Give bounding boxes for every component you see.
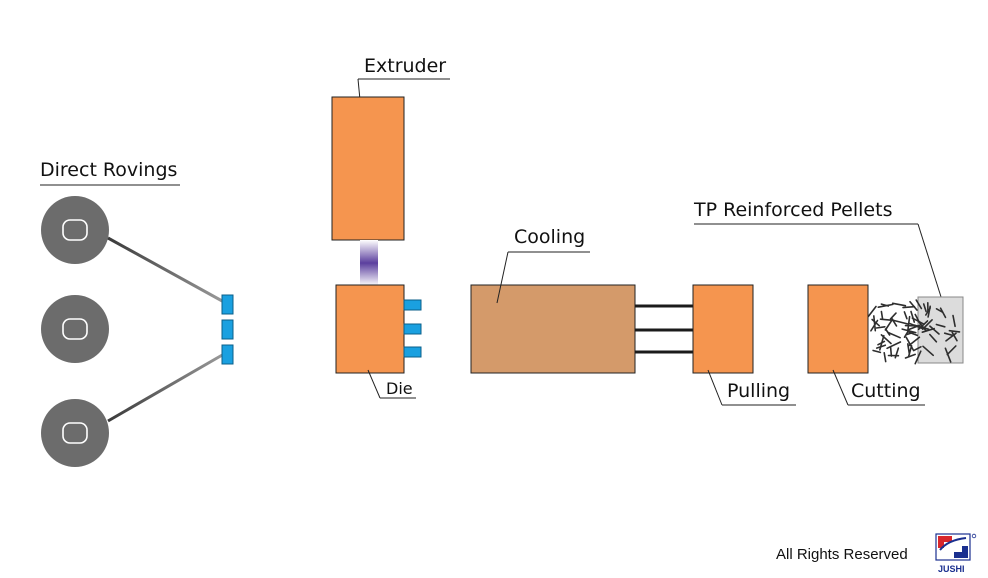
cutting-group: Cutting xyxy=(807,284,925,406)
pulling-leader xyxy=(707,369,723,406)
roving-strand xyxy=(107,236,225,304)
pellet-stroke xyxy=(935,323,946,328)
pellet-stroke xyxy=(889,312,897,320)
die-box xyxy=(335,284,405,374)
roving-strand xyxy=(107,352,225,423)
pellet-stroke xyxy=(875,325,886,329)
pellet-stroke xyxy=(887,331,901,339)
pellet-stroke xyxy=(903,311,908,320)
extruder-label: Extruder xyxy=(364,55,446,77)
pellet-stroke xyxy=(880,303,890,307)
pellet-stroke xyxy=(884,318,894,331)
tp-pellets-leader xyxy=(917,223,943,301)
pellet-stroke xyxy=(912,345,922,352)
direct-rovings-group: Direct Rovings xyxy=(40,159,225,467)
pellet-stroke xyxy=(883,351,887,363)
cutting-leader xyxy=(832,369,849,406)
die-leader xyxy=(367,369,381,399)
pulling-label: Pulling xyxy=(727,380,790,402)
pellet-stroke xyxy=(929,325,940,335)
fiber-guides xyxy=(221,294,234,365)
extruder-group: Extruder xyxy=(331,55,450,286)
pellet-stroke xyxy=(952,314,956,328)
pellet-stroke xyxy=(867,305,877,318)
cooling-label: Cooling xyxy=(514,226,585,248)
fiber-guide-icon xyxy=(221,294,234,315)
pellet-stroke xyxy=(889,346,893,357)
cooling-box xyxy=(470,284,636,374)
cooled-strands xyxy=(635,304,693,354)
pellet-stroke xyxy=(904,353,917,359)
die-label: Die xyxy=(386,379,413,398)
pellets-group: TP Reinforced Pellets xyxy=(693,199,964,365)
pulling-box xyxy=(692,284,754,374)
roving-bobbin-icon xyxy=(41,196,109,264)
pellet-stroke xyxy=(921,318,933,331)
cutting-label: Cutting xyxy=(851,380,921,402)
pellet-stroke xyxy=(914,350,922,365)
pellet-stroke xyxy=(924,307,932,316)
pellet-stroke xyxy=(939,307,947,319)
die-nozzle xyxy=(403,299,422,311)
roving-bobbin-icon xyxy=(41,399,109,467)
pellet-stroke xyxy=(872,315,877,332)
pellet-stroke xyxy=(871,318,881,327)
footer: All Rights Reserved JUSHI xyxy=(776,533,977,574)
pulled-strands xyxy=(753,304,808,354)
pellet-stroke xyxy=(893,319,909,325)
pellet-stroke xyxy=(891,318,898,327)
die-group: Die xyxy=(335,284,422,399)
pellet-stroke xyxy=(910,310,916,323)
roving-bobbin-icon xyxy=(41,295,109,363)
cooling-group: Cooling xyxy=(470,226,636,374)
pellet-stroke xyxy=(905,331,915,336)
pellet-stroke xyxy=(921,327,936,334)
extruder-box xyxy=(331,96,405,241)
coated-strands-1 xyxy=(421,304,472,354)
pellet-stroke xyxy=(915,299,923,310)
pellet-stroke xyxy=(946,345,957,356)
pellet-stroke xyxy=(907,324,922,331)
die-nozzle xyxy=(403,323,422,335)
pellet-stroke xyxy=(891,302,907,307)
pellet-stroke xyxy=(914,313,921,324)
pellet-stroke xyxy=(909,300,918,311)
pellet-stroke xyxy=(922,303,927,313)
pellet-stroke xyxy=(878,334,885,351)
rights-text: All Rights Reserved xyxy=(776,546,908,563)
jushi-logo-icon xyxy=(935,533,977,561)
tp-pellets-label: TP Reinforced Pellets xyxy=(693,199,892,221)
pellet-stroke xyxy=(905,336,915,351)
pellet-stroke xyxy=(872,349,882,354)
pellet-stroke xyxy=(886,341,902,350)
pellet-heap-icon xyxy=(867,299,961,365)
die-nozzle xyxy=(403,346,422,358)
pellet-stroke xyxy=(948,329,961,333)
melt-feed xyxy=(360,240,378,286)
pellet-stroke xyxy=(928,333,938,343)
cooling-leader xyxy=(496,251,509,304)
fiber-feed-lines xyxy=(228,304,336,356)
pellet-stroke xyxy=(906,315,911,332)
fiber-guide-icon xyxy=(221,344,234,365)
pellet-stroke xyxy=(922,345,935,357)
logo-text: JUSHI xyxy=(938,564,965,574)
pellet-stroke xyxy=(884,328,891,336)
cutting-box xyxy=(807,284,869,374)
fiber-guide-icon xyxy=(221,319,234,340)
pellet-stroke xyxy=(902,305,916,309)
pellet-stroke xyxy=(880,310,884,320)
pellet-stroke xyxy=(943,332,954,337)
pellet-stroke xyxy=(951,331,958,342)
direct-rovings-label: Direct Rovings xyxy=(40,159,177,181)
pellet-stroke xyxy=(879,318,894,322)
pellet-stroke xyxy=(944,347,952,363)
pulling-group: Pulling xyxy=(692,284,796,406)
pellet-stroke xyxy=(907,336,921,347)
pellet-stroke xyxy=(894,347,900,359)
